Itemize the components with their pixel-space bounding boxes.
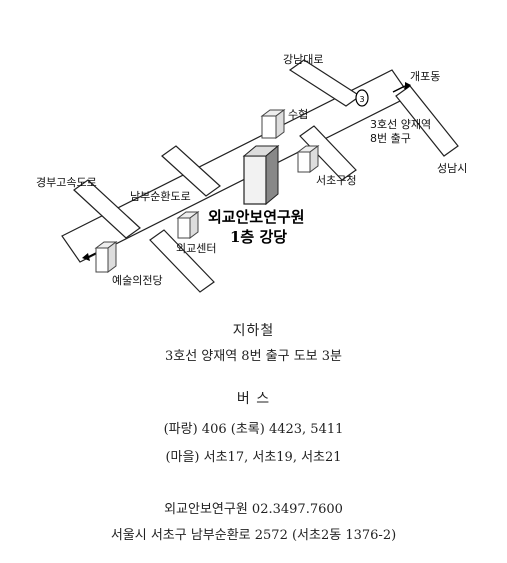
subway-section-title: 지하철 [232, 323, 275, 339]
bus-village-routes: (마을) 서초17, 서초19, 서초21 [165, 450, 342, 465]
building-arts-center-icon [94, 241, 118, 273]
bus-section-title: 버 스 [236, 391, 271, 407]
subway-station-icon: 3 [355, 89, 369, 107]
bus-blue-green-routes: (파랑) 406 (초록) 4423, 5411 [163, 422, 344, 437]
label-gyeongbu-expressway: 경부고속도로 [36, 176, 97, 189]
label-ifans-hall: 1층 강당 [230, 228, 287, 246]
road-gangnam-daero [288, 59, 362, 107]
subway-directions: 3호선 양재역 8번 출구 도보 3분 [164, 349, 343, 364]
label-arts-center: 예술의전당 [112, 274, 163, 287]
address: 서울시 서초구 남부순환로 2572 (서초2동 1376-2) [110, 528, 397, 543]
svg-text:3: 3 [359, 95, 364, 104]
label-gangnam-daero: 강남대로 [283, 53, 323, 66]
org-phone: 외교안보연구원 02.3497.7600 [164, 502, 343, 517]
label-ifans-name: 외교안보연구원 [208, 208, 305, 226]
label-exit8: 8번 출구 [370, 132, 411, 145]
label-nambu-sunhwan-road: 남부순환도로 [130, 190, 191, 203]
label-gaepo-dong: 개포동 [410, 70, 440, 83]
building-diplomacy-center-icon [176, 211, 200, 239]
label-diplomacy-center: 외교센터 [176, 242, 216, 255]
road-seocho [299, 125, 357, 181]
label-seocho-office: 서초구청 [316, 174, 356, 187]
label-seongnam-si: 성남시 [437, 162, 467, 175]
building-ifans-icon [242, 144, 280, 206]
label-yangjae-station: 3호선 양재역 [370, 118, 431, 131]
building-sucheop-icon [260, 109, 286, 139]
building-seocho-office-icon [296, 145, 320, 173]
road-gyeongbu-expressway [73, 179, 141, 239]
label-sucheop: 수협 [288, 108, 308, 121]
road-nambu-sunhwan [161, 145, 221, 197]
road-arts-center [149, 229, 215, 293]
arrow-gaepo-icon [392, 82, 411, 93]
location-map: 3 강남대로 개포동 수협 3호선 양재역 8번 출구 서초구청 성남시 경부고… [36, 53, 467, 293]
